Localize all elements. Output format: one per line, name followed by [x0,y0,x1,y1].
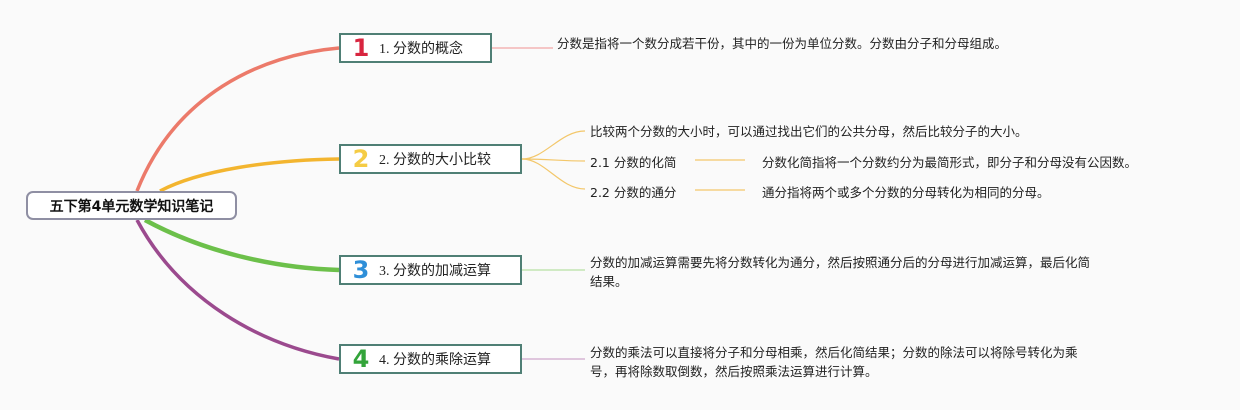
branch-4-line [135,219,340,361]
branch-2-line [159,157,340,193]
branch-1-line [135,46,340,192]
topic-2-fork-bottom [521,158,586,190]
topic-1-label: 1. 分数的概念 [379,42,463,57]
subtopic-2-2-description: 通分指将两个或多个分数的分母转化为相同的分母。 [762,185,1050,200]
topic-4[interactable]: 4 4. 分数的乘除运算 [339,344,522,374]
topic-4-label: 4. 分数的乘除运算 [379,353,491,368]
topic-3-number: 3 [352,256,370,284]
topic-4-number: 4 [352,345,370,373]
topic-2-fork-top [521,130,586,160]
topic-3[interactable]: 3 3. 分数的加减运算 [339,255,522,285]
topic-2[interactable]: 2 2. 分数的大小比较 [339,144,522,174]
topic-2-number: 2 [352,145,370,173]
topic-4-description: 分数的乘法可以直接将分子和分母相乘，然后化简结果；分数的除法可以将除号转化为乘号… [590,345,1078,379]
topic-3-description: 分数的加减运算需要先将分数转化为通分，然后按照通分后的分母进行加减运算，最后化简… [590,255,1091,289]
root-topic[interactable]: 五下第4单元数学知识笔记 [26,191,237,220]
topic-2-description: 比较两个分数的大小时，可以通过找出它们的公共分母，然后比较分子的大小。 [590,124,1028,139]
topic-1-description: 分数是指将一个数分成若干份，其中的一份为单位分数。分数由分子和分母组成。 [557,36,1008,51]
branch-3-line [143,218,340,273]
topic-1[interactable]: 1 1. 分数的概念 [339,33,492,63]
subtopic-2-1-description: 分数化简指将一个分数约分为最简形式，即分子和分母没有公因数。 [762,155,1138,170]
subtopic-2-2-label[interactable]: 2.2 分数的通分 [590,185,677,200]
topic-2-fork-mid [521,158,586,162]
subtopic-2-1-label[interactable]: 2.1 分数的化简 [590,155,677,170]
topic-3-label: 3. 分数的加减运算 [379,264,491,279]
topic-1-number: 1 [352,34,370,62]
topic-2-label: 2. 分数的大小比较 [379,153,491,168]
